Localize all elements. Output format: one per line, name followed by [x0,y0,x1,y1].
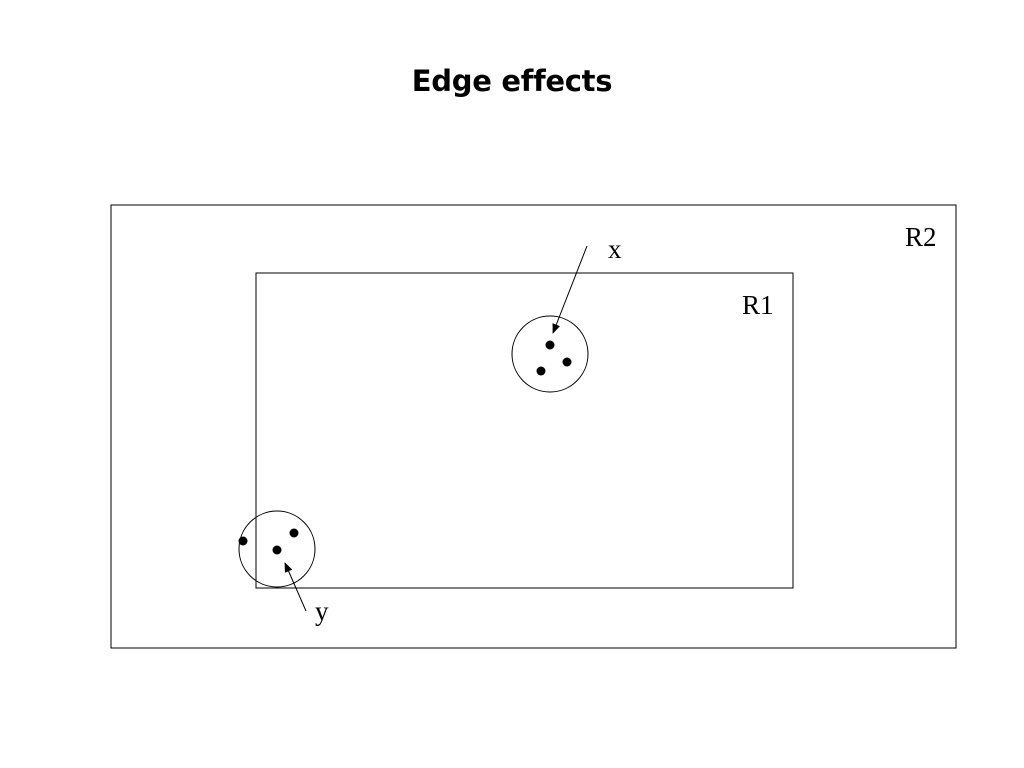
neighborhood-circle-x [511,315,589,393]
outer-region-r2 [110,204,957,649]
neighborhood-circle-y [238,510,316,588]
neighbor-point [562,357,572,367]
point-x [545,340,555,350]
neighbor-point-outside [238,536,248,546]
inner-region-label: R1 [742,290,774,320]
point-y [272,545,282,555]
arrow-to-x [552,245,588,334]
neighbor-point [536,366,546,376]
slide-title: Edge effects [411,64,613,98]
point-x-label: x [608,234,622,264]
inner-region-r1 [255,272,794,589]
neighbor-point [289,528,299,538]
point-y-label: y [315,596,329,626]
arrow-to-y [284,562,307,612]
outer-region-label: R2 [905,222,937,252]
